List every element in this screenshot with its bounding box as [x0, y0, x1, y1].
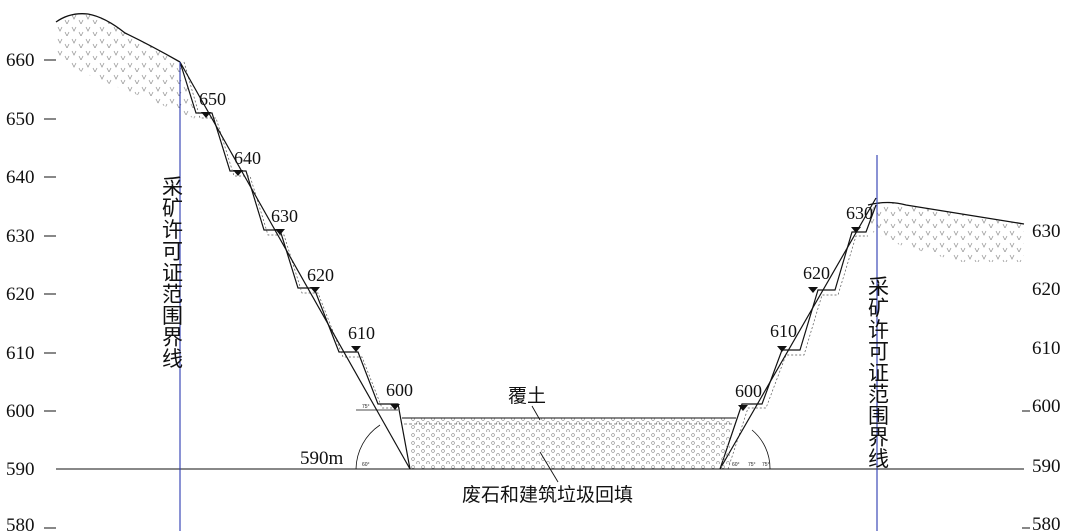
boundary-label-char: 矿: [868, 297, 889, 321]
bench-label-left-640: 640: [234, 148, 261, 168]
left-elevation-axis: 660 650 640 630 620 610 600 590 580: [6, 50, 56, 531]
boundary-label-char: 围: [162, 304, 183, 328]
angle-label-right-c: 75°: [762, 462, 770, 468]
left-axis-label-580: 580: [6, 515, 35, 531]
boundary-label-char: 矿: [162, 197, 183, 221]
boundary-label-char: 界: [162, 326, 183, 350]
boundary-label-char: 界: [868, 426, 889, 450]
marker-left-630: [275, 229, 285, 235]
right-axis-label-610: 610: [1032, 338, 1061, 359]
boundary-label-char: 可: [162, 240, 183, 264]
boundary-label-char: 许: [162, 218, 183, 242]
right-axis-label-580: 580: [1032, 514, 1061, 531]
left-axis-label-590: 590: [6, 459, 35, 480]
boundary-label-char: 范: [162, 283, 183, 307]
marker-left-610: [351, 346, 361, 352]
marker-right-600: [738, 405, 748, 411]
boundary-label-char: 证: [868, 361, 889, 385]
left-ground-hatch: [56, 13, 198, 121]
left-axis-label-650: 650: [6, 109, 35, 130]
boundary-label-char: 采: [868, 275, 889, 299]
boundary-label-char: 围: [868, 404, 889, 428]
right-axis-label-620: 620: [1032, 279, 1061, 300]
boundary-label-char: 许: [868, 318, 889, 342]
bench-label-left-620: 620: [307, 265, 334, 285]
right-bench-labels: 630 620 610 600: [735, 203, 873, 401]
angle-label-right-a: 60°: [732, 462, 740, 468]
angle-label-left-b: 75°: [362, 404, 370, 410]
cover-soil-leader: [531, 405, 541, 421]
marker-right-620: [808, 287, 818, 293]
marker-right-610: [777, 346, 787, 352]
bench-label-left-600: 600: [386, 380, 413, 400]
right-axis-label-590: 590: [1032, 456, 1061, 477]
right-final-slope: [719, 197, 877, 470]
left-bench-offset-profile: [183, 61, 400, 409]
left-axis-label-640: 640: [6, 167, 35, 188]
angle-label-left-a: 60°: [362, 462, 370, 468]
right-axis-label-630: 630: [1032, 221, 1061, 242]
left-axis-label-630: 630: [6, 226, 35, 247]
right-ground-hatch: [868, 202, 1024, 262]
cover-soil-label: 覆土: [508, 385, 546, 407]
right-angle-arc: [751, 429, 771, 470]
left-ground-surface: [55, 13, 181, 63]
left-axis-label-610: 610: [6, 343, 35, 364]
boundary-label-char: 范: [868, 383, 889, 407]
right-bench-offset-profile: [727, 235, 868, 470]
boundary-label-char: 采: [162, 175, 183, 199]
bench-label-left-650: 650: [199, 89, 226, 109]
bench-label-right-610: 610: [770, 321, 797, 341]
backfill-fill: [410, 418, 730, 469]
left-bench-labels: 650 640 630 620 610 600: [199, 89, 413, 400]
left-bench-profile: [179, 61, 411, 470]
bench-label-left-610: 610: [348, 323, 375, 343]
right-bench-profile: [719, 204, 877, 470]
marker-left-650: [201, 112, 211, 118]
floor-590m-label: 590m: [300, 448, 344, 469]
left-final-slope: [179, 61, 411, 470]
bench-label-right-630: 630: [846, 203, 873, 223]
bench-markers: [201, 112, 861, 411]
left-axis-label-620: 620: [6, 284, 35, 305]
boundary-label-char: 证: [162, 261, 183, 285]
marker-left-600: [390, 404, 400, 410]
right-boundary-label: 采矿许可证范围界线: [868, 275, 889, 471]
left-boundary-label: 采矿许可证范围界线: [162, 175, 183, 371]
backfill-leader: [539, 451, 559, 483]
angle-label-right-b: 75°: [748, 462, 756, 468]
left-axis-label-600: 600: [6, 401, 35, 422]
boundary-label-char: 线: [868, 447, 889, 471]
boundary-label-char: 可: [868, 340, 889, 364]
boundary-label-char: 线: [162, 347, 183, 371]
marker-left-620: [310, 287, 320, 293]
bench-label-right-620: 620: [803, 263, 830, 283]
bench-label-right-600: 600: [735, 381, 762, 401]
left-axis-label-660: 660: [6, 50, 35, 71]
right-elevation-axis: 630 620 610 600 590 580: [1022, 221, 1061, 531]
backfill-label: 废石和建筑垃圾回填: [462, 484, 633, 506]
bench-label-left-630: 630: [271, 206, 298, 226]
left-angle-arc: [355, 424, 381, 470]
marker-right-630: [851, 227, 861, 233]
right-axis-label-600: 600: [1032, 396, 1061, 417]
marker-left-640: [233, 170, 243, 176]
